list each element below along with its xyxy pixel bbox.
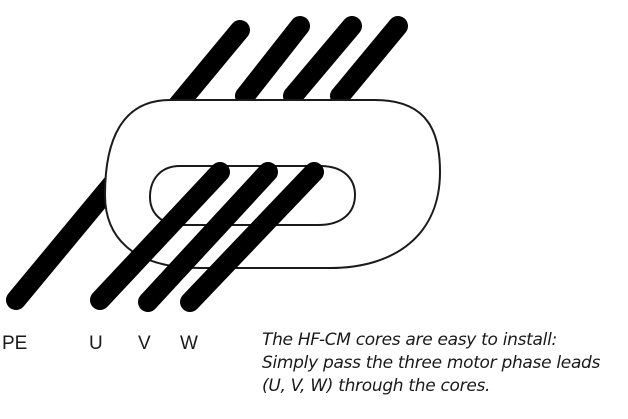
v-lead-lower [138, 162, 278, 312]
v-label: V [138, 333, 151, 354]
caption-line-3: (U, V, W) through the cores. [262, 376, 491, 396]
pe-label: PE [2, 333, 28, 354]
u-lead-upper [235, 16, 310, 106]
u-lead-lower [90, 162, 230, 310]
w-label: W [180, 333, 198, 354]
u-label: U [89, 333, 103, 354]
w-lead-upper [330, 16, 408, 106]
v-lead-upper [283, 16, 362, 106]
caption-line-1: The HF-CM cores are easy to install: [262, 330, 557, 350]
w-lead-lower [180, 162, 324, 312]
installation-caption: The HF-CM cores are easy to install: Sim… [262, 329, 622, 398]
caption-line-2: Simply pass the three motor phase leads [262, 353, 601, 373]
